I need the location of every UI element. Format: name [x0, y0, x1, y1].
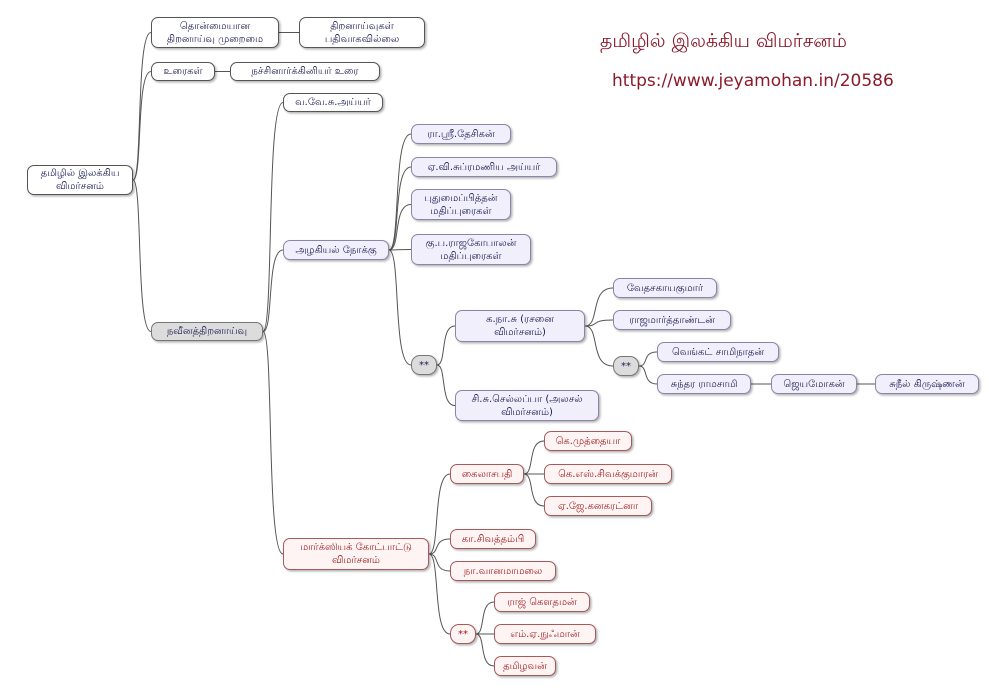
node-vedasagayakumar: வேதசகாயகுமார் — [613, 278, 717, 298]
connector-g2-to-vs — [638, 351, 658, 367]
node-pudumaipithan: புதுமைப்பித்தன் மதிப்புரைகள் — [411, 189, 511, 220]
node-group-later-marxist: ** — [450, 624, 476, 644]
node-tamilavan: தமிழவன் — [494, 656, 556, 676]
node-e-je-kanakaratna: ஏ.ஜே.கனகரட்னா — [544, 496, 652, 516]
connector-root-to-modern — [132, 179, 152, 332]
connector-g1-to-ssc — [436, 364, 456, 406]
connector-aes-to-kupa — [388, 249, 412, 251]
node-kailasapathy: கைலாசபதி — [450, 464, 524, 484]
connector-marx-to-g3 — [428, 553, 451, 635]
node-rasri-desikan: ரா.ஸ்ரீ.தேசிகன் — [411, 124, 511, 144]
source-url: https://www.jeyamohan.in/20586 — [612, 71, 894, 91]
connector-kns-to-rajam — [584, 319, 614, 327]
node-sundara-ramasamy: சுந்தர ராமசாமி — [657, 374, 751, 394]
node-commentaries: உரைகள் — [151, 62, 215, 81]
connector-g3-to-tam — [475, 633, 495, 667]
node-ka-na-su: க.நா.சு (ரசனை விமர்சனம்) — [455, 310, 585, 342]
node-chellappa: சி.சு.செல்லப்பா (அலசல் விமர்சனம்) — [455, 390, 599, 421]
connector-root-to-comm — [132, 71, 152, 181]
node-suneel-krishnan: சுநீல் கிருஷ்ணன் — [875, 374, 979, 394]
node-aesthetic-approach: அழகியல் நோக்கு — [283, 240, 389, 260]
connector-marx-to-nav — [428, 553, 451, 572]
connector-kai-to-ej — [523, 473, 545, 507]
node-group-aesthetic-critics: ** — [411, 355, 437, 375]
node-ka-sivathambi: கா.சிவத்தம்பி — [450, 529, 536, 549]
connector-modern-to-vvs — [262, 102, 284, 332]
connector-g1-to-kns — [436, 325, 456, 366]
node-jeyamohan: ஜெயமோகன் — [771, 374, 857, 394]
connector-aes-to-g1 — [388, 249, 412, 366]
node-va-ve-su-iyer: வ.வே.சு.அய்யர் — [283, 93, 383, 112]
node-em-e-nuhman: எம்.ஏ.நுஃமான் — [494, 624, 596, 644]
connector-root-to-trad — [132, 32, 152, 181]
node-rajamarthandan: ராஜமார்த்தாண்டன் — [613, 310, 731, 330]
node-venkat-swaminathan: வெங்கட் சாமிநாதன் — [657, 342, 779, 362]
node-root: தமிழில் இலக்கிய விமர்சனம் — [27, 165, 133, 195]
node-marxist-criticism: மார்க்ஸியக் கோட்பாட்டு விமர்சனம் — [283, 538, 429, 570]
node-traditional-criticism: தொன்மையான திறனாய்வு முறைமை — [151, 17, 279, 48]
connector-g3-to-raj — [475, 601, 495, 635]
connector-kns-to-g2 — [584, 325, 614, 367]
connector-kns-to-veda — [584, 287, 614, 327]
connector-aes-to-avs — [388, 166, 412, 251]
connector-modern-to-marx — [262, 331, 284, 555]
connector-marx-to-kas — [428, 538, 451, 555]
connector-aes-to-rasri — [388, 133, 412, 251]
node-group-next-generation: ** — [613, 356, 639, 376]
node-ke-muthaiya: கெ.முத்தையா — [544, 431, 632, 451]
node-modern-criticism: நவீனத்திறனாய்வு — [151, 322, 263, 341]
connector-modern-to-aes — [262, 249, 284, 332]
node-ku-pa-rajagopalan: கு.ப.ராஜகோபாலன் மதிப்புரைகள் — [411, 234, 531, 265]
node-subramania-iyer: ஏ.வி.சுப்ரமணிய அய்யர் — [411, 157, 557, 177]
node-na-vanamamalai: நா.வானமாமலை — [450, 561, 556, 581]
node-raj-gauthaman: ராஜ் கௌதமன் — [494, 592, 590, 612]
connector-aes-to-pudu — [388, 204, 412, 251]
connector-marx-to-kai — [428, 473, 451, 555]
node-not-recorded: திறனாய்வுகள் பதிவாகவில்லை — [299, 17, 425, 48]
connector-g2-to-sr — [638, 365, 658, 385]
node-nachinarkiniyar: நச்சினார்க்கினியர் உரை — [230, 62, 380, 81]
node-ke-es-sivakumaran: கெ.எஸ்.சிவக்குமாரன் — [544, 464, 672, 484]
page-title: தமிழில் இலக்கிய விமர்சனம் — [600, 30, 847, 52]
connector-kai-to-kem — [523, 440, 545, 475]
